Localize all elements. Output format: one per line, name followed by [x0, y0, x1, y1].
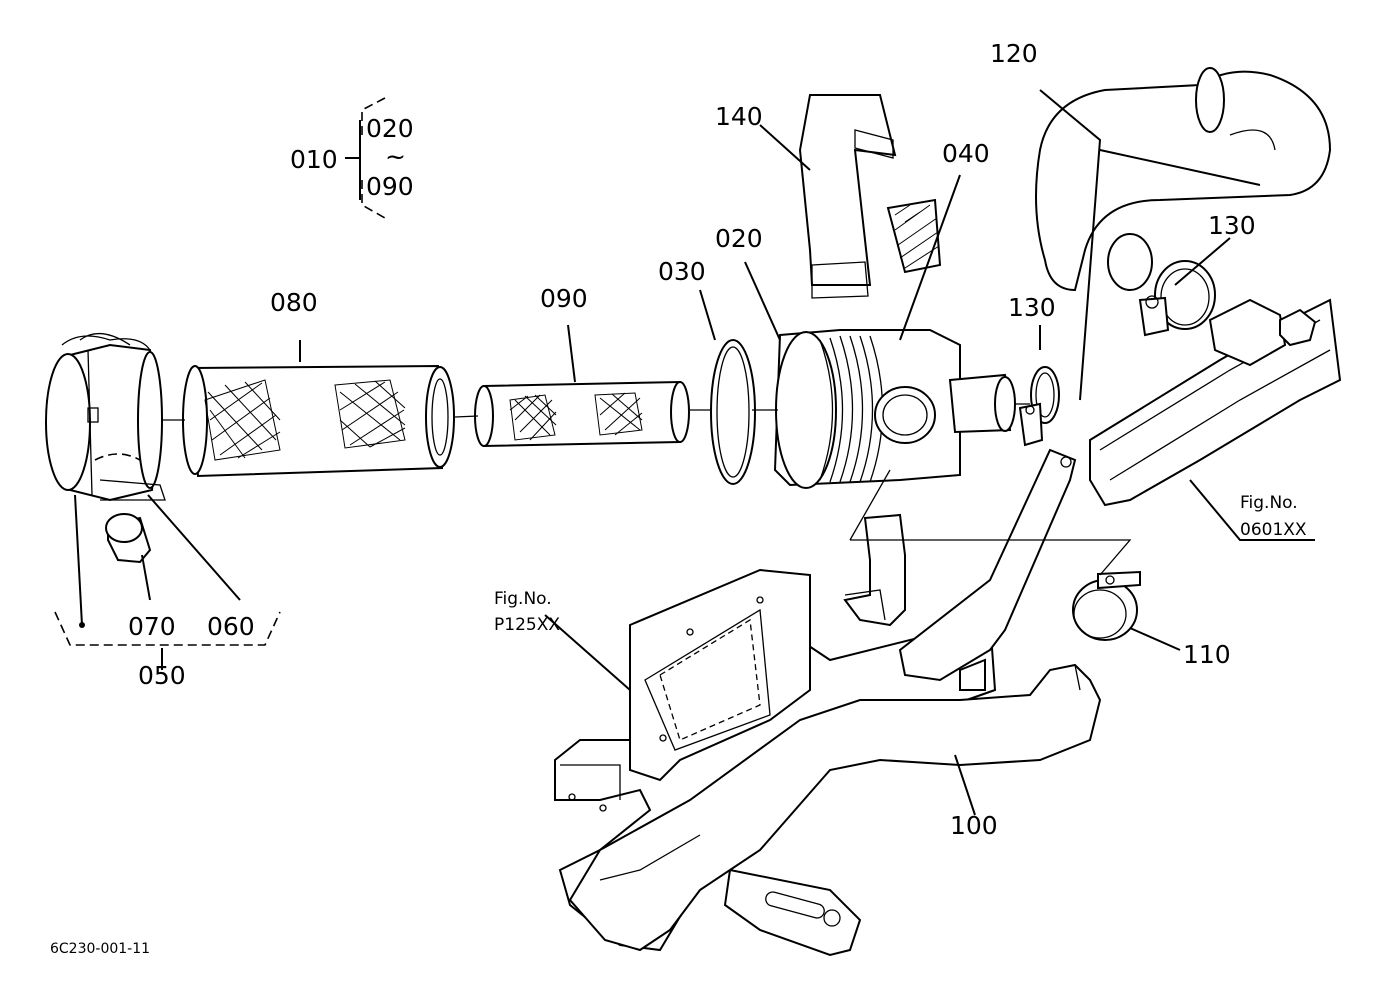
label-020-range-start: 020	[366, 114, 414, 143]
fig-ref-left-label: Fig.No.	[494, 589, 552, 609]
label-060: 060	[207, 612, 255, 641]
label-090: 090	[540, 284, 588, 313]
fig-ref-left-code: P125XX	[494, 615, 560, 635]
part-020-housing	[773, 329, 1016, 489]
part-100-intake-duct	[568, 663, 1102, 952]
label-100: 100	[950, 811, 998, 840]
part-070-dust-valve	[105, 513, 152, 564]
part-040-pad	[886, 198, 942, 274]
part-number-labels: 010 020 ~ 090 080 090 030 020 140 040 12…	[128, 39, 1256, 840]
assembly-bracket-010	[361, 97, 386, 219]
fig-ref-right-label: Fig.No.	[1240, 493, 1298, 513]
part-030-gasket-ring	[710, 339, 756, 485]
part-060-cover	[45, 333, 166, 502]
label-070: 070	[128, 612, 176, 641]
label-080: 080	[270, 288, 318, 317]
radiator-tank-drawing	[1089, 298, 1342, 507]
part-090-inner-element	[474, 380, 690, 448]
part-130-upper-clamp	[1138, 260, 1216, 337]
part-080-outer-element	[182, 364, 455, 478]
part-140-strap	[798, 94, 897, 299]
label-140: 140	[715, 102, 763, 131]
label-050: 050	[138, 661, 186, 690]
label-range-tilde: ~	[385, 142, 406, 171]
label-020: 020	[715, 224, 763, 253]
assembly-bracket-050	[54, 611, 281, 646]
figure-references: Fig.No. 0601XX Fig.No. P125XX	[494, 493, 1307, 635]
fig-ref-right-code: 0601XX	[1240, 520, 1307, 540]
label-010: 010	[290, 145, 338, 174]
part-130-lower-clamp	[1018, 366, 1060, 447]
label-090-range-end: 090	[366, 172, 414, 201]
part-120-hose	[1035, 67, 1332, 292]
label-110: 110	[1183, 640, 1231, 669]
label-120: 120	[990, 39, 1038, 68]
leader-lines	[74, 89, 1315, 816]
drawing-code: 6C230-001-11	[50, 941, 150, 957]
label-030: 030	[658, 257, 706, 286]
mounting-bracket	[898, 448, 1077, 691]
lower-elbow-drawing	[843, 513, 906, 627]
label-130-upper: 130	[1208, 211, 1256, 240]
part-110-hose-clamp	[1072, 570, 1141, 641]
label-040: 040	[942, 139, 990, 168]
label-130-lower: 130	[1008, 293, 1056, 322]
